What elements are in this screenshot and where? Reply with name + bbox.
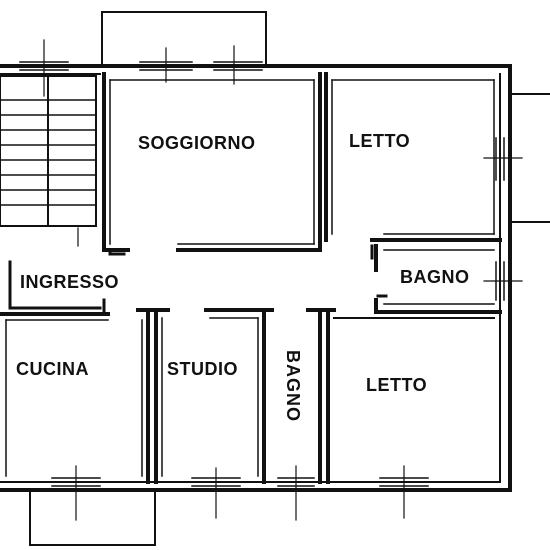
- top-balcony: [101, 11, 267, 67]
- studio-walls: [136, 308, 274, 484]
- windows: [19, 61, 505, 487]
- room-label-bagno-mid: BAGNO: [283, 350, 303, 422]
- cucina-inner: [5, 319, 143, 477]
- room-label-soggiorno: SOGGIORNO: [138, 133, 256, 153]
- outer-walls-inner: [0, 73, 501, 483]
- room-label-cucina: CUCINA: [16, 359, 89, 379]
- letto-top-walls: [324, 72, 502, 242]
- soggiorno-walls: [102, 72, 322, 252]
- staircase: [0, 75, 97, 227]
- door-stubs: [102, 244, 388, 314]
- cucina-walls: [0, 310, 150, 484]
- outer-walls: [0, 64, 512, 492]
- room-label-studio: STUDIO: [167, 359, 239, 379]
- letto-top-inner: [331, 79, 495, 235]
- right-projection: [509, 93, 550, 223]
- soggiorno-inner: [109, 79, 315, 245]
- room-label-bagno-right: BAGNO: [400, 267, 470, 287]
- bagno-right-walls: [374, 244, 502, 314]
- ingresso-walls: [8, 260, 102, 310]
- window-marks: [43, 39, 523, 521]
- stair-treads: [0, 99, 97, 206]
- room-label-ingresso: INGRESSO: [20, 272, 120, 292]
- studio-inner: [161, 317, 259, 477]
- room-label-letto-bottom: LETTO: [366, 375, 428, 395]
- bagno-right-inner: [383, 249, 495, 305]
- room-label-letto-top: LETTO: [349, 131, 411, 151]
- bagno-mid-walls: [306, 308, 336, 484]
- bottom-balcony: [29, 489, 156, 546]
